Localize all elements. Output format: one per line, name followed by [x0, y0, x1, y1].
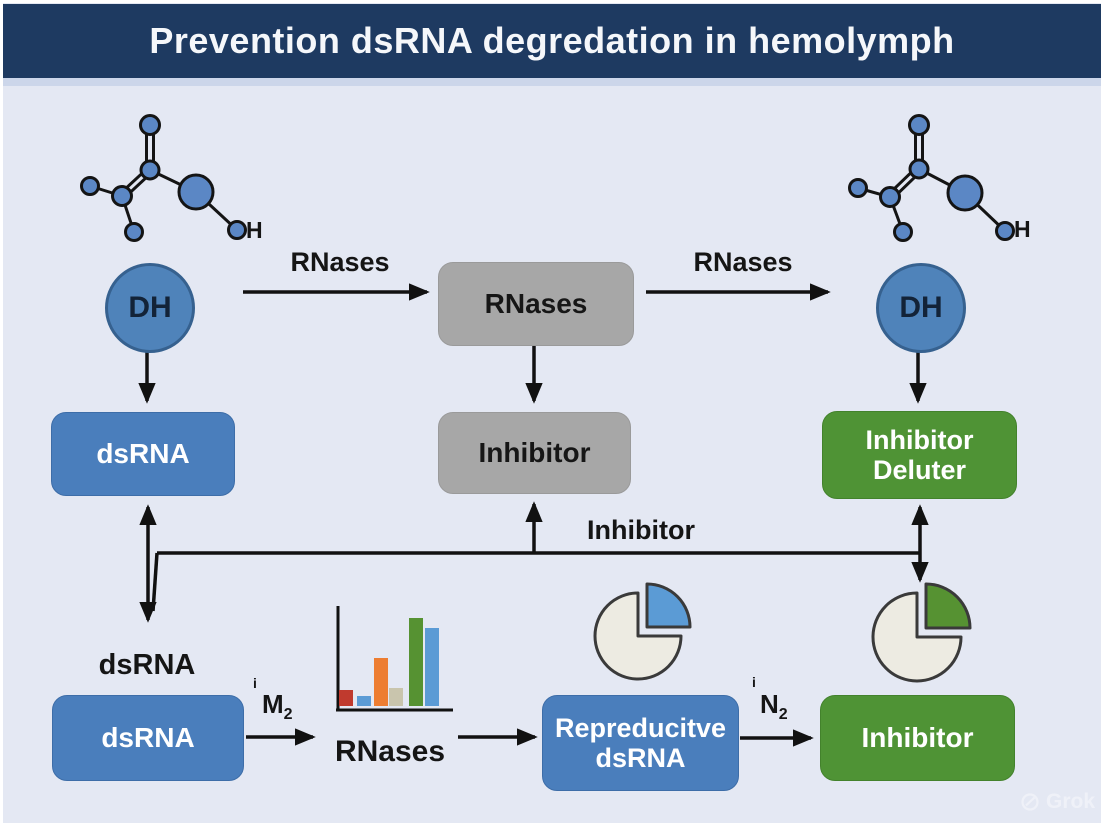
bar — [409, 618, 423, 706]
n2-sub: 2 — [778, 706, 788, 723]
molecule-left-h-label: H — [246, 217, 263, 243]
molecule-right-h-label: H — [1014, 216, 1031, 242]
watermark: Grok — [1020, 790, 1095, 814]
watermark-label: Grok — [1046, 790, 1096, 813]
flow-arrows — [138, 283, 929, 747]
pie-body — [871, 591, 963, 683]
bar — [425, 628, 439, 706]
box-label-line1: Inhibitor — [865, 424, 974, 455]
inhibitor-box: Inhibitor — [438, 412, 631, 494]
n2-base: N — [760, 689, 779, 719]
dsrna-box: dsRNA — [51, 412, 235, 496]
dh-label: DH — [899, 291, 943, 324]
reproductive-dsrna-box: Repreducitve dsRNA — [542, 695, 739, 791]
bar — [357, 696, 371, 706]
box-label: Inhibitor — [478, 437, 591, 469]
rnases-arrow-label-right: RNases — [693, 247, 793, 277]
header-bar: Prevention dsRNA degredation in hemolymp… — [3, 4, 1101, 78]
rnases-arrow-label-left: RNases — [290, 247, 390, 277]
bar-chart-axes — [336, 606, 453, 712]
dsrna-box-bottom: dsRNA — [52, 695, 244, 781]
pie-chart-blue — [593, 582, 692, 681]
header-divider — [3, 78, 1101, 86]
box-label: dsRNA — [101, 722, 195, 754]
dh-node-left: DH — [105, 263, 195, 353]
bar — [389, 688, 403, 706]
inhibitor-deluter-box: Inhibitor Deluter — [822, 411, 1017, 499]
grok-logo-icon — [1021, 793, 1039, 811]
box-label-line2: Deluter — [872, 455, 967, 485]
molecule-right — [848, 114, 1015, 242]
atoms — [80, 114, 247, 242]
n2-tick-mark: i — [752, 674, 756, 690]
pie-wedge — [924, 582, 972, 630]
inhibitor-line-drop — [151, 552, 159, 612]
box-label-line1: Repreducitve — [554, 712, 727, 743]
inhibitor-line-label: Inhibitor — [587, 515, 695, 545]
pie-chart-green — [871, 582, 972, 683]
dh-label: DH — [128, 291, 172, 324]
m2-tick-mark: i — [253, 675, 257, 691]
box-label: RNases — [484, 288, 588, 320]
bar-chart-bars — [339, 606, 453, 708]
box-label: Inhibitor — [861, 722, 974, 754]
box-label: dsRNA — [96, 438, 190, 470]
m2-label: M2 — [262, 689, 293, 724]
pie-body — [593, 591, 683, 681]
m2-base: M — [262, 689, 284, 719]
dsrna-free-label: dsRNA — [98, 649, 196, 681]
atoms — [848, 114, 1015, 242]
rnases-bottom-label: RNases — [334, 735, 446, 768]
inhibitor-box-bottom: Inhibitor — [820, 695, 1015, 781]
bar — [339, 690, 353, 706]
molecule-left — [80, 114, 247, 242]
rnases-box: RNases — [438, 262, 634, 346]
bar — [374, 658, 388, 706]
m2-sub: 2 — [283, 706, 293, 723]
box-label-line2: dsRNA — [595, 743, 686, 773]
pie-wedge — [645, 582, 692, 629]
page-title: Prevention dsRNA degredation in hemolymp… — [149, 20, 955, 61]
dh-node-right: DH — [876, 263, 966, 353]
n2-label: N2 — [760, 689, 788, 724]
